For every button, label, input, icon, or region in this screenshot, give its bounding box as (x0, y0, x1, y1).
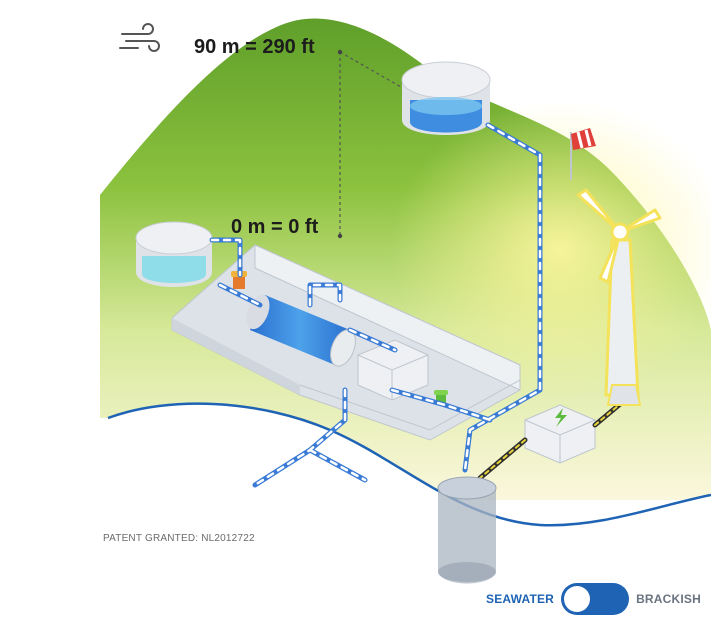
elevation-bottom-label: 0 m = 0 ft (231, 216, 319, 238)
windsock (570, 128, 596, 180)
toggle-switch[interactable] (561, 583, 630, 615)
pipes (209, 122, 543, 488)
water-type-toggle[interactable]: SEAWATER BRACKISH (486, 582, 701, 616)
wind-turbine (576, 188, 662, 406)
green-valve (434, 390, 448, 405)
wind-icon (119, 23, 160, 52)
patent-text: PATENT GRANTED: NL2012722 (103, 533, 255, 544)
brackish-option-label[interactable]: BRACKISH (636, 592, 701, 606)
left-reservoir (135, 221, 213, 287)
upper-reservoir (401, 61, 491, 135)
lightning-icon (555, 408, 567, 427)
sea-intake-well (437, 476, 497, 584)
seawater-option-label[interactable]: SEAWATER (486, 592, 555, 606)
sea (0, 403, 711, 630)
pump-box (357, 339, 429, 401)
orange-valve (231, 271, 247, 289)
electrical-box (524, 404, 596, 464)
pressure-tank (246, 294, 356, 367)
elevation-top-label: 90 m = 290 ft (194, 36, 315, 58)
toggle-knob[interactable] (564, 586, 591, 612)
sea-surface (107, 402, 711, 527)
